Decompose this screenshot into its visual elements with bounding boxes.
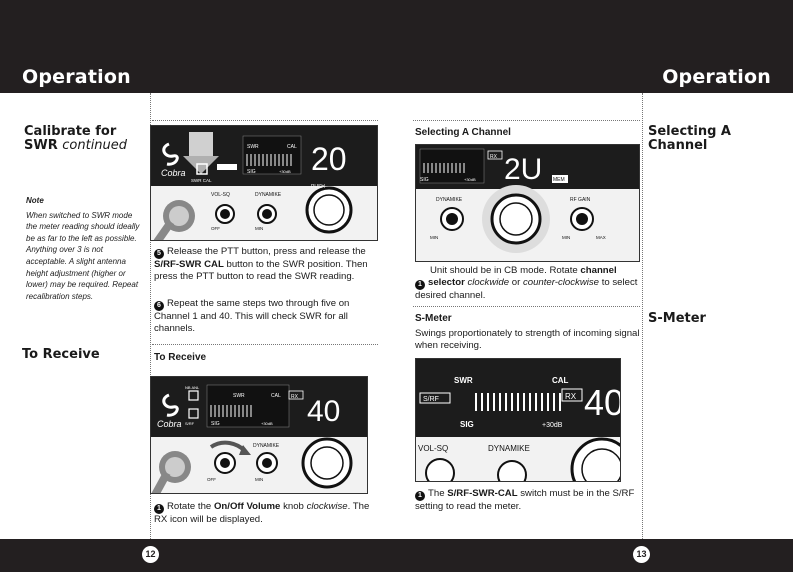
svg-text:S/RF: S/RF [185, 421, 195, 426]
svg-text:+30dB: +30dB [279, 169, 291, 174]
left-column-divider [150, 93, 151, 539]
right-column-divider [642, 93, 643, 539]
svg-text:MIN: MIN [255, 477, 263, 482]
step-bullet: 1 [415, 280, 425, 290]
svg-text:VOL-SQ: VOL-SQ [211, 192, 230, 198]
svg-text:Cobra: Cobra [161, 168, 186, 178]
receive-side-heading: To Receive [22, 347, 100, 362]
radio-swr-svg: Cobra SWR CAL SWR CAL SIG +30dB 20 VOL-S… [151, 126, 377, 240]
divider-top-left [152, 120, 378, 121]
svg-text:DYNAMIKE: DYNAMIKE [488, 444, 530, 453]
svg-text:SWR: SWR [454, 376, 473, 385]
svg-text:RF GAIN: RF GAIN [570, 197, 591, 203]
svg-text:SIG: SIG [247, 169, 256, 175]
svg-text:OFF: OFF [211, 226, 220, 231]
svg-text:S/RF: S/RF [423, 396, 439, 403]
step-bullet: 1 [415, 491, 425, 501]
svg-text:MIN: MIN [562, 235, 570, 240]
radio-channel-illustration: SIG +30dB RX 2U MEM DYNAMIKE MIN RF GAIN… [415, 144, 640, 262]
receive-section-title: To Receive [154, 352, 207, 363]
svg-text:DYNAMIKE: DYNAMIKE [253, 443, 280, 449]
svg-text:20: 20 [311, 141, 347, 177]
header-band [0, 0, 793, 93]
divider-top-right [413, 120, 640, 121]
svg-text:RX: RX [565, 392, 577, 401]
svg-text:CAL: CAL [552, 376, 569, 385]
svg-text:VOL-SQ: VOL-SQ [418, 444, 448, 453]
radio-receive-illustration: Cobra NB ANL S/RF SWR CAL SIG +30dB RX 4… [150, 376, 368, 494]
channel-section-title: Selecting A Channel [415, 127, 511, 138]
smeter-description: Swings proportionately to strength of in… [415, 328, 640, 351]
svg-text:MEM: MEM [553, 177, 565, 183]
page-number-right: 13 [633, 546, 650, 563]
svg-text:40: 40 [584, 382, 621, 423]
svg-text:NB ANL: NB ANL [185, 385, 200, 390]
svg-text:CAL: CAL [287, 144, 297, 150]
svg-text:RX: RX [291, 394, 299, 400]
calibrate-heading: Calibrate for SWR continued [24, 124, 128, 153]
svg-text:SIG: SIG [420, 177, 429, 183]
step-bullet: 1 [154, 504, 164, 514]
channel-intro: Unit should be in CB mode. Rotate channe… [430, 265, 617, 276]
divider-receive [152, 344, 378, 345]
svg-text:CAL: CAL [271, 393, 281, 399]
svg-text:40: 40 [307, 395, 340, 428]
radio-swr-cal-illustration: Cobra SWR CAL SWR CAL SIG +30dB 20 VOL-S… [150, 125, 378, 241]
svg-text:Cobra: Cobra [157, 419, 182, 429]
right-page-title: Operation [662, 66, 771, 88]
svg-text:MIN: MIN [430, 235, 438, 240]
svg-text:DYNAMIKE: DYNAMIKE [255, 192, 282, 198]
swr-note: Note When switched to SWR mode the meter… [26, 196, 140, 301]
divider-smeter [413, 306, 640, 307]
svg-text:SWR: SWR [247, 144, 259, 150]
step-bullet: 5 [154, 249, 164, 259]
step-bullet: 6 [154, 301, 164, 311]
svg-text:OFF: OFF [207, 477, 216, 482]
svg-text:+30dB: +30dB [542, 422, 563, 429]
svg-text:SIG: SIG [460, 420, 474, 429]
smeter-side-heading: S-Meter [648, 311, 706, 326]
svg-text:MIN: MIN [255, 226, 263, 231]
svg-text:+30dB: +30dB [464, 177, 476, 182]
channel-side-heading: Selecting A Channel [648, 124, 731, 153]
svg-text:+30dB: +30dB [261, 421, 273, 426]
radio-smeter-illustration: S/RF SWR CAL SIG +30dB RX 40 VOL-SQ DYNA… [415, 358, 621, 482]
page-number-left: 12 [142, 546, 159, 563]
svg-text:SIG: SIG [211, 421, 220, 427]
footer-band [0, 539, 793, 572]
svg-text:SWR: SWR [233, 393, 245, 399]
svg-text:SWR CAL: SWR CAL [191, 178, 212, 183]
smeter-section-title: S-Meter [415, 313, 452, 324]
left-page-title: Operation [22, 66, 131, 88]
svg-text:2U: 2U [504, 153, 542, 186]
svg-text:DYNAMIKE: DYNAMIKE [436, 197, 463, 203]
svg-text:MAX: MAX [596, 235, 606, 240]
svg-text:RX: RX [490, 154, 498, 160]
svg-text:PUSH: PUSH [311, 184, 325, 190]
